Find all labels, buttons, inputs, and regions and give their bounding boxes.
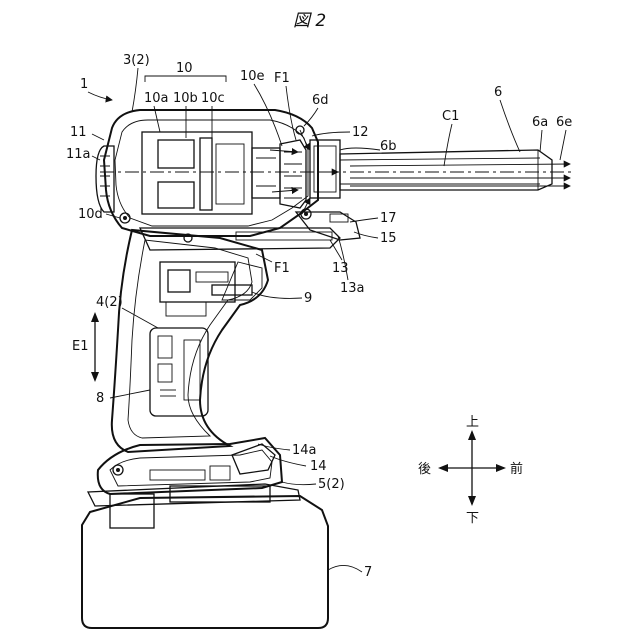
label-6a: 6a	[532, 115, 548, 130]
label-8: 8	[96, 391, 104, 406]
airflow-arrows	[100, 130, 572, 214]
label-15: 15	[380, 231, 397, 246]
label-6e: 6e	[556, 115, 572, 130]
label-14: 14	[310, 459, 327, 474]
nozzle-assembly	[296, 140, 552, 240]
label-9: 9	[304, 291, 312, 306]
label-11a: 11a	[66, 147, 91, 162]
label-10: 10	[176, 61, 193, 76]
label-6d: 6d	[312, 93, 329, 108]
label-6: 6	[494, 85, 502, 100]
label-12: 12	[352, 125, 369, 140]
orientation-compass: 上 下 前 後	[418, 415, 523, 526]
label-10d: 10d	[78, 207, 103, 222]
label-3: 3(2)	[123, 53, 150, 68]
label-10c: 10c	[201, 91, 225, 106]
figure-title: 図 2	[293, 11, 326, 31]
label-17: 17	[380, 211, 397, 226]
compass-front-label: 前	[510, 461, 523, 477]
label-4: 4(2)	[96, 295, 123, 310]
main-housing	[96, 110, 340, 250]
leader-lines	[88, 68, 566, 572]
label-1: 1	[80, 77, 88, 92]
label-11: 11	[70, 125, 87, 140]
label-6b: 6b	[380, 139, 397, 154]
label-10a: 10a	[144, 91, 169, 106]
label-5: 5(2)	[318, 477, 345, 492]
label-f1-top: F1	[274, 71, 290, 86]
label-13a: 13a	[340, 281, 365, 296]
e1-direction-arrow	[91, 312, 99, 382]
compass-up-label: 上	[466, 415, 479, 430]
label-13: 13	[332, 261, 349, 276]
label-f1-bottom: F1	[274, 261, 290, 276]
battery-pack	[82, 484, 328, 628]
label-7: 7	[364, 565, 372, 580]
handle-housing	[112, 230, 268, 452]
label-c1: C1	[442, 109, 459, 124]
compass-down-label: 下	[466, 511, 479, 526]
label-10e: 10e	[240, 69, 265, 84]
label-10b: 10b	[173, 91, 198, 106]
compass-back-label: 後	[418, 462, 431, 477]
label-14a: 14a	[292, 443, 317, 458]
label-e1: E1	[72, 339, 89, 354]
